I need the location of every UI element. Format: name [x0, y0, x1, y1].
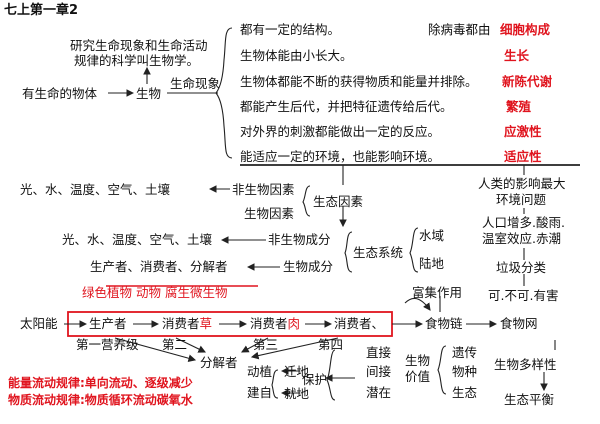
trophic-level-1: 第一营养级 [76, 337, 139, 352]
abiotic-component: 非生物成分 [268, 232, 331, 247]
land-domain: 陆地 [419, 256, 445, 271]
eco-factors: 生态因素 [313, 194, 364, 209]
decomposer: 分解者 [200, 355, 238, 370]
nature-reserve: 建自 [247, 385, 273, 400]
feature-reproduction-label: 繁殖 [506, 99, 532, 114]
roles: 生产者、消费者、分解者 [90, 259, 228, 274]
human-impact: 人类的影响最大 [478, 176, 566, 191]
feature-adapt: 能适应一定的环境，也能影响环境。 [240, 149, 441, 164]
problems-1: 人口增多.酸雨. [482, 215, 565, 230]
biodiversity: 生物多样性 [494, 357, 557, 372]
node-life-phenomena: 生命现象 [170, 76, 221, 91]
feature-structure-note: 除病毒都由 [428, 22, 491, 37]
value-indirect: 间接 [366, 364, 392, 379]
solar-energy: 太阳能 [20, 316, 58, 331]
arrow-c2-decomp [241, 337, 269, 353]
enrichment: 富集作用 [412, 285, 463, 300]
brace-life-phen [215, 27, 233, 159]
eco-balance: 生态平衡 [504, 392, 555, 407]
feature-response: 对外界的刺激都能做出一定的反应。 [240, 124, 441, 139]
consumer-2: 消费者肉 [250, 316, 301, 331]
garbage-kinds: 可.不可.有害 [488, 288, 559, 303]
brace-water-land [409, 227, 419, 273]
feature-metabolism-label: 新陈代谢 [502, 74, 553, 89]
garbage-sort: 垃圾分类 [496, 260, 547, 275]
feature-cells: 细胞构成 [500, 22, 551, 37]
consumer-3: 消费者、 [334, 316, 385, 331]
role-examples: 绿色植物 动物 腐生微生物 [82, 285, 228, 300]
trophic-level-2: 第二 [162, 337, 188, 352]
brace-situ [271, 369, 279, 399]
page-header: 七上第一章2 [4, 3, 79, 18]
value-direct: 直接 [366, 345, 392, 360]
node-living-thing: 有生命的物体 [22, 86, 98, 101]
genetic: 遗传 [452, 345, 478, 360]
species: 物种 [452, 364, 478, 379]
ex-situ: 迁地 [284, 364, 310, 379]
trophic-level-3: 第三 [253, 337, 279, 352]
eco-system: 生态系统 [353, 245, 404, 260]
brace-values [326, 349, 336, 401]
arrow-p-decomp [114, 337, 197, 362]
arrow-c1-decomp [175, 337, 206, 353]
definition-line1: 研究生命现象和生命活动 [70, 38, 208, 53]
abiotic-list-2: 光、水、温度、空气、土壤 [62, 232, 213, 247]
arrow-enrich [404, 297, 431, 311]
abiotic-factor: 非生物因素 [232, 182, 295, 197]
producer: 生产者 [89, 316, 127, 331]
protection: 保护 [302, 372, 328, 387]
feature-adapt-label: 适应性 [504, 149, 542, 164]
ecosystem-div: 生态 [452, 385, 478, 400]
arrow-c3-decomp [250, 337, 339, 360]
feature-structure: 都有一定的结构。 [240, 22, 341, 37]
value-potential: 潜在 [366, 385, 392, 400]
feature-reproduction: 都能产生后代，并把特征遗传给后代。 [240, 99, 453, 114]
biotic-component: 生物成分 [283, 259, 334, 274]
brace-factors [302, 185, 311, 217]
env-problems: 环境问题 [496, 192, 547, 207]
trophic-level-4: 第四 [318, 337, 344, 352]
feature-metabolism: 生物体都能不断的获得物质和能量并排除。 [240, 74, 478, 89]
abiotic-list-1: 光、水、温度、空气、土壤 [20, 182, 171, 197]
bio-value-2: 价值 [405, 369, 431, 384]
bio-value-1: 生物 [405, 353, 431, 368]
feature-growth-label: 生长 [504, 48, 530, 63]
definition-line2: 规律的科学叫生物学。 [74, 53, 200, 68]
consumer-1: 消费者草 [162, 316, 213, 331]
brace-system-components [344, 231, 353, 273]
brace-genes [437, 345, 447, 395]
in-situ: 就地 [284, 386, 310, 401]
food-web: 食物网 [500, 316, 538, 331]
energy-law: 能量流动规律:单向流动、逐级减少 [8, 376, 193, 390]
problems-2: 温室效应.赤潮 [482, 231, 561, 246]
biotic-factor: 生物因素 [244, 206, 295, 221]
node-organism: 生物 [136, 86, 162, 101]
water-domain: 水域 [419, 228, 445, 243]
zoo-garden: 动植 [247, 364, 273, 379]
food-chain: 食物链 [425, 316, 463, 331]
feature-response-label: 应激性 [504, 124, 542, 139]
matter-law: 物质流动规律:物质循环流动碳氧水 [8, 393, 193, 407]
feature-growth: 生物体能由小长大。 [240, 48, 353, 63]
